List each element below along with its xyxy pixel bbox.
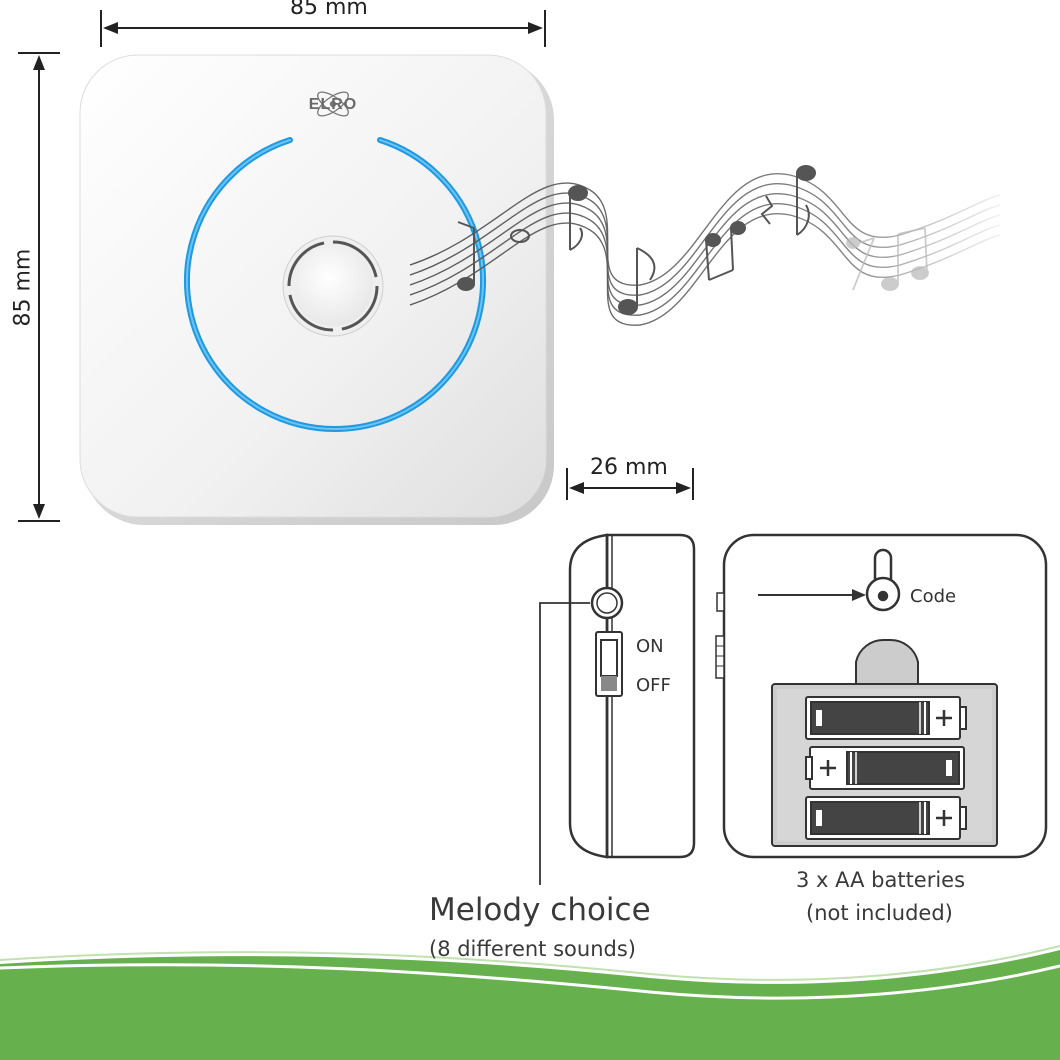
music-note-symbols bbox=[457, 165, 816, 315]
green-wave-band bbox=[0, 945, 1060, 1060]
elro-logo-icon bbox=[317, 91, 349, 117]
depth-dimension-label: 26 mm bbox=[590, 455, 668, 480]
doorbell-device bbox=[79, 54, 554, 525]
side-view bbox=[568, 533, 696, 859]
keyhole-icon bbox=[865, 548, 901, 612]
melody-select-button[interactable] bbox=[590, 586, 624, 620]
switch-on-label: ON bbox=[636, 636, 664, 657]
music-notes-faded bbox=[846, 227, 929, 291]
batteries-label: 3 x AA batteries bbox=[796, 868, 966, 892]
melody-choice-subtitle: (8 different sounds) bbox=[429, 937, 636, 961]
height-dimension-line bbox=[18, 52, 60, 522]
melody-choice-title: Melody choice bbox=[429, 892, 651, 928]
batteries-note: (not included) bbox=[806, 901, 953, 925]
width-dimension-line bbox=[100, 10, 546, 47]
width-dimension-label: 85 mm bbox=[290, 0, 368, 20]
switch-off-label: OFF bbox=[636, 675, 671, 696]
height-dimension-label: 85 mm bbox=[10, 248, 36, 327]
melody-callout-line bbox=[539, 602, 590, 885]
depth-dimension-line bbox=[566, 468, 694, 500]
arrow-right-icon bbox=[758, 589, 866, 601]
music-notes-icon bbox=[409, 172, 1001, 326]
on-off-switch[interactable] bbox=[595, 631, 623, 697]
battery-icon bbox=[805, 696, 967, 840]
brand-logo-text: ELRO bbox=[309, 96, 357, 113]
melody-button[interactable] bbox=[282, 235, 384, 337]
code-label: Code bbox=[910, 586, 957, 607]
